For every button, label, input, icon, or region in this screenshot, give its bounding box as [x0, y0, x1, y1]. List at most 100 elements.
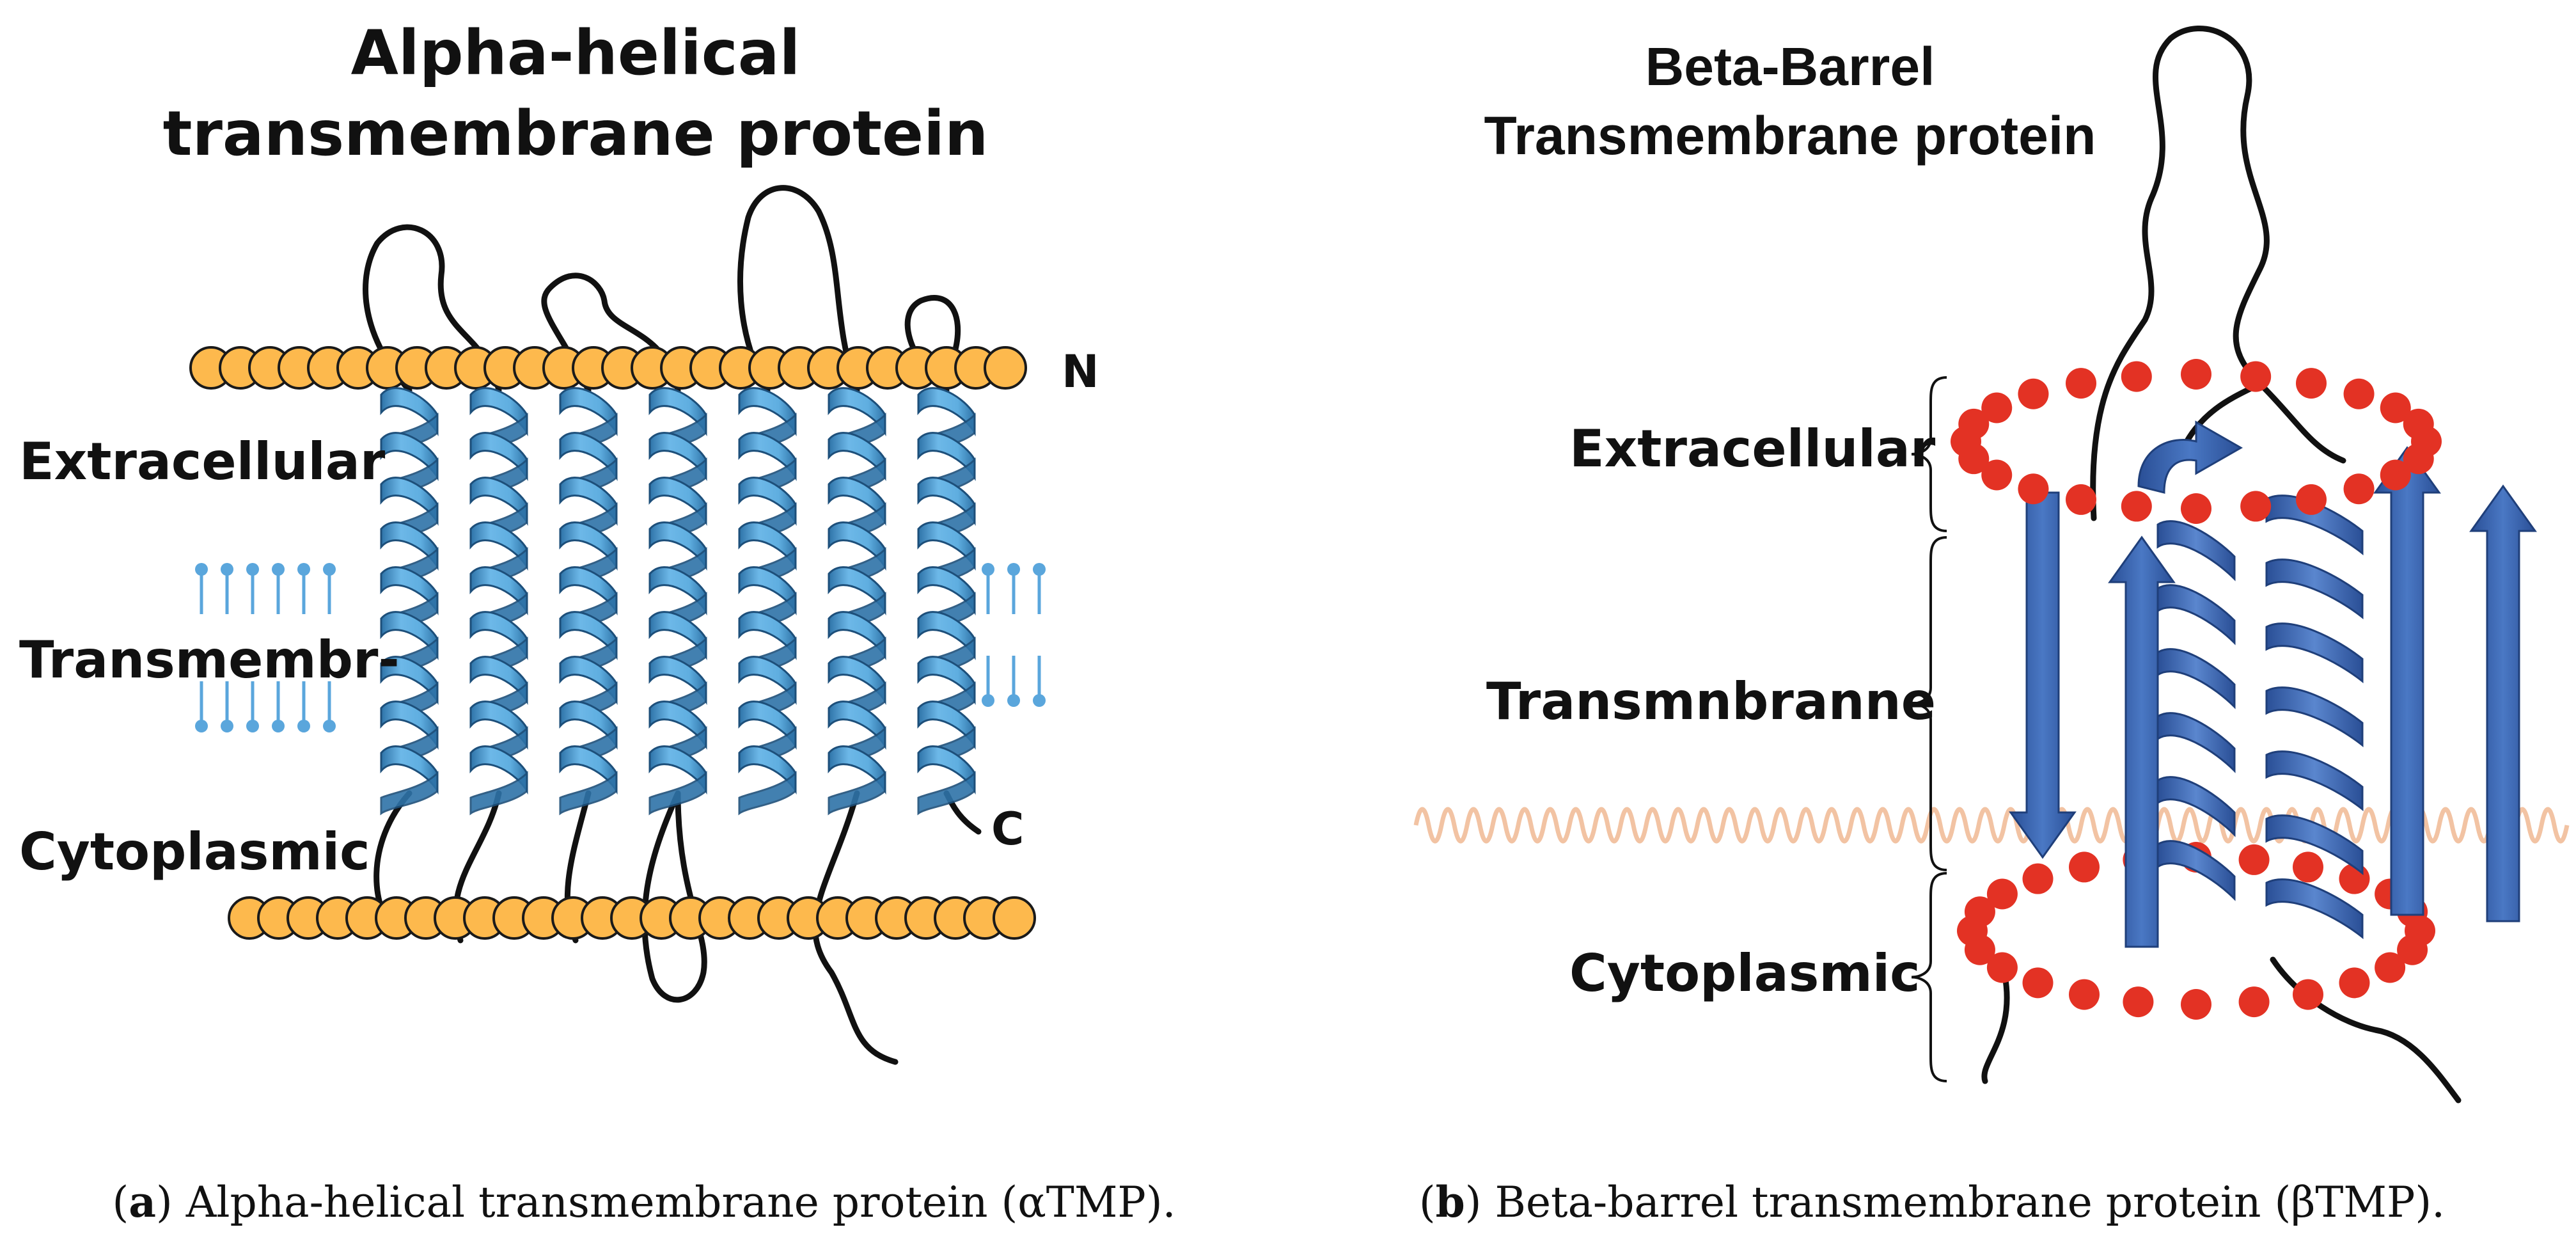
helix-turn-back: [828, 770, 886, 816]
rim-bead: [2069, 979, 2100, 1010]
lipid-head: [993, 896, 1036, 940]
barrel-structures: [2009, 420, 2537, 948]
rim-bead: [2296, 484, 2327, 515]
rim-bead: [2066, 484, 2096, 515]
rim-bead: [2181, 989, 2211, 1020]
rim-bead: [1986, 878, 2018, 910]
panel-a-caption-tag: a: [129, 1177, 156, 1227]
upper-lipid-layer: [189, 346, 1027, 390]
rim-bead: [1986, 952, 2018, 983]
alpha-helix: [738, 387, 797, 816]
rim-bead: [2123, 986, 2154, 1018]
panel-a-caption-text: Alpha-helical transmembrane protein (αTM…: [185, 1178, 1176, 1227]
alpha-helix: [648, 387, 707, 816]
helix-turn: [2156, 776, 2236, 837]
panel-b-caption-tag: b: [1435, 1177, 1465, 1227]
alpha-helix: [380, 387, 439, 816]
barrel-rim-beads-front: [1951, 426, 2434, 1020]
cytoplasmic-label-b: Cytoplasmic: [1569, 944, 1920, 1003]
alpha-helical-diagram: [189, 185, 1046, 1065]
alpha-helix: [469, 387, 528, 816]
panel-b-caption: (b) Beta-barrel transmembrane protein (β…: [1418, 1177, 2446, 1227]
rim-bead: [2121, 361, 2152, 392]
helix-turn: [2156, 840, 2236, 901]
rim-bead: [2380, 392, 2411, 423]
beta-barrel-diagram: [1413, 26, 2570, 1104]
transmembrane-helices: [380, 387, 976, 816]
rim-bead: [2343, 378, 2375, 409]
rim-bead: [2343, 473, 2375, 505]
rim-bead: [2181, 493, 2211, 524]
barrel-loop: [2090, 26, 2346, 521]
helix-turn: [2265, 622, 2364, 684]
barrel-loop: [1981, 969, 2010, 1084]
helix-turn: [2265, 686, 2364, 748]
n-terminus-label: N: [1062, 345, 1099, 398]
rim-bead: [2238, 844, 2270, 875]
alpha-helix: [828, 387, 886, 816]
extracellular-label-b: Extracellular: [1569, 419, 1936, 479]
beta-strand: [2009, 491, 2077, 859]
panel-b-caption-text: Beta-barrel transmembrane protein (βTMP)…: [1495, 1178, 2446, 1227]
rim-bead: [2403, 443, 2434, 475]
alpha-helix: [559, 387, 618, 816]
curved-arrow: [2137, 420, 2243, 494]
region-braces: [1911, 376, 1947, 1082]
panel-a-title: Alpha-helical transmembrane protein: [122, 13, 1030, 174]
helix-turn: [2265, 878, 2364, 940]
region-brace: [1911, 376, 1947, 532]
membrane-wave-line: [1413, 807, 2570, 844]
c-terminus-label: C: [991, 803, 1025, 855]
panel-b-title-line1: Beta-Barrel: [1645, 36, 1935, 97]
rim-bead: [2375, 952, 2406, 983]
helix-turn: [2156, 712, 2236, 773]
helix-turn-back: [738, 770, 797, 816]
rim-bead: [2022, 967, 2054, 999]
panel-a-title-line1: Alpha-helical: [350, 17, 801, 89]
rim-bead: [2380, 459, 2411, 491]
helix-turn: [2265, 558, 2364, 620]
extracellular-label-a: Extracellular: [19, 432, 386, 491]
transmembrane-label-b: Transmnbranne: [1486, 672, 1936, 731]
loop-strand: [812, 790, 899, 1065]
rim-bead: [2069, 851, 2100, 883]
rim-bead: [2240, 361, 2272, 392]
rim-bead: [1957, 915, 1988, 946]
helix-turn-back: [469, 770, 528, 816]
helix-turn-back: [917, 770, 976, 816]
rim-bead: [2296, 368, 2327, 399]
beta-barrel-panel: Beta-Barrel Transmembrane protein Extrac…: [1288, 0, 2576, 1250]
panel-b-title-line2: Transmembrane protein: [1484, 106, 2096, 166]
membrane-wave: [1413, 807, 2570, 844]
helix-turn: [2156, 584, 2236, 645]
loop-strand: [363, 224, 502, 393]
rim-bead: [2066, 368, 2096, 399]
lipid-molecules: [195, 563, 1046, 732]
helix-turn: [2156, 520, 2236, 581]
rim-bead: [1981, 392, 2013, 423]
helix-turn: [2265, 750, 2364, 812]
helix-turn-back: [559, 770, 618, 816]
rim-bead: [2403, 408, 2434, 439]
rim-bead: [1951, 426, 1981, 457]
rim-bead: [2018, 473, 2049, 505]
rim-bead: [2181, 359, 2211, 390]
barrel-helix: [2265, 494, 2364, 940]
rim-bead: [2397, 934, 2428, 965]
helix-turn-back: [648, 770, 707, 816]
connecting-loops: [363, 185, 982, 1065]
cytoplasmic-label-a: Cytoplasmic: [19, 822, 370, 882]
rim-bead: [2238, 986, 2270, 1018]
region-brace: [1911, 536, 1947, 871]
alpha-helix: [917, 387, 976, 816]
lipid-head: [984, 346, 1027, 390]
panel-a-caption: (a) Alpha-helical transmembrane protein …: [112, 1177, 1176, 1227]
rim-bead: [2293, 851, 2323, 883]
rim-bead: [2240, 491, 2272, 522]
rim-bead: [2293, 979, 2323, 1010]
alpha-helical-panel: Alpha-helical transmembrane protein Extr…: [19, 13, 1176, 1227]
loop-strand: [641, 790, 707, 1003]
helix-turn-back: [380, 770, 439, 816]
rim-bead: [2018, 378, 2049, 409]
barrel-helix: [2156, 520, 2236, 901]
